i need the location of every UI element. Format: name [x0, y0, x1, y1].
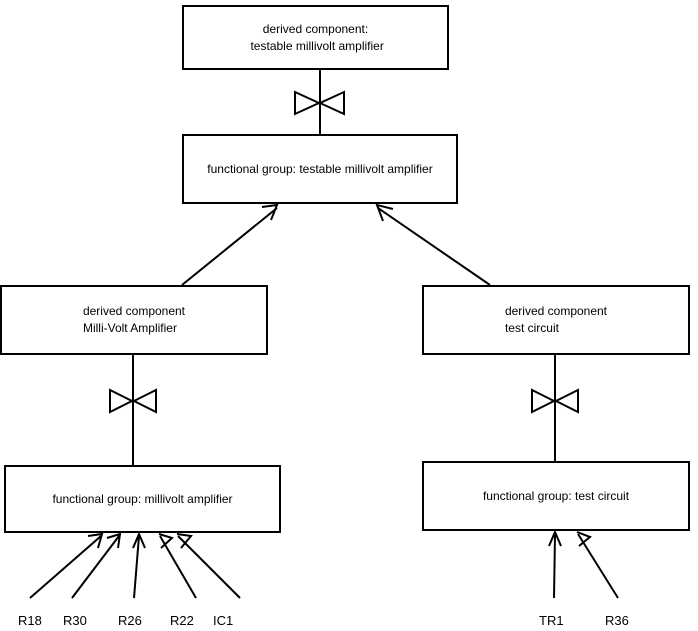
node-fg-test-circuit[interactable]: functional group: test circuit [422, 461, 690, 531]
leaf-label-ic1[interactable]: IC1 [213, 613, 234, 628]
leaf-arrow-r36 [576, 531, 619, 599]
node-label-line2: test circuit [504, 321, 559, 335]
node-label: functional group: testable millivolt amp… [207, 161, 432, 178]
bowtie-icon-right [531, 388, 579, 414]
leaf-label-r22[interactable]: R22 [170, 613, 194, 628]
leaf-arrow-r22 [158, 533, 197, 599]
node-label: functional group: millivolt amplifier [52, 491, 232, 508]
node-label: derived component test circuit [505, 303, 607, 337]
leaf-label-r36[interactable]: R36 [605, 613, 629, 628]
generalization-link-left [181, 203, 279, 286]
node-fg-millivolt-amplifier[interactable]: functional group: millivolt amplifier [4, 465, 281, 533]
node-label-line2: Milli-Volt Amplifier [82, 321, 177, 335]
node-label-line1: derived component: [262, 21, 369, 36]
leaf-label-r26[interactable]: R26 [118, 613, 142, 628]
generalization-link-right [375, 203, 491, 286]
node-label-line2: testable millivolt amplifier [247, 38, 384, 53]
bowtie-icon-left [109, 388, 157, 414]
node-derived-testable-millivolt-amplifier[interactable]: derived component: testable millivolt am… [182, 5, 449, 70]
node-label: functional group: test circuit [483, 488, 629, 505]
node-label-line1: derived component [82, 304, 186, 318]
node-label: derived component: testable millivolt am… [247, 21, 384, 55]
node-label-line1: functional group: testable millivolt amp… [207, 161, 433, 176]
bowtie-icon-top [294, 90, 345, 116]
leaf-label-r18[interactable]: R18 [18, 613, 42, 628]
leaf-arrow-r26 [132, 531, 146, 599]
leaf-arrow-r18 [29, 532, 104, 599]
node-fg-testable-millivolt-amplifier[interactable]: functional group: testable millivolt amp… [182, 134, 458, 204]
leaf-label-tr1[interactable]: TR1 [539, 613, 564, 628]
leaf-arrow-r30 [71, 532, 122, 599]
node-label-line1: derived component [504, 304, 608, 318]
node-label-line1: functional group: millivolt amplifier [52, 491, 233, 506]
leaf-arrow-ic1 [176, 533, 241, 599]
node-derived-test-circuit[interactable]: derived component test circuit [422, 285, 690, 355]
node-label-line1: functional group: test circuit [482, 488, 630, 503]
leaf-label-r30[interactable]: R30 [63, 613, 87, 628]
leaf-arrow-tr1 [548, 529, 562, 599]
